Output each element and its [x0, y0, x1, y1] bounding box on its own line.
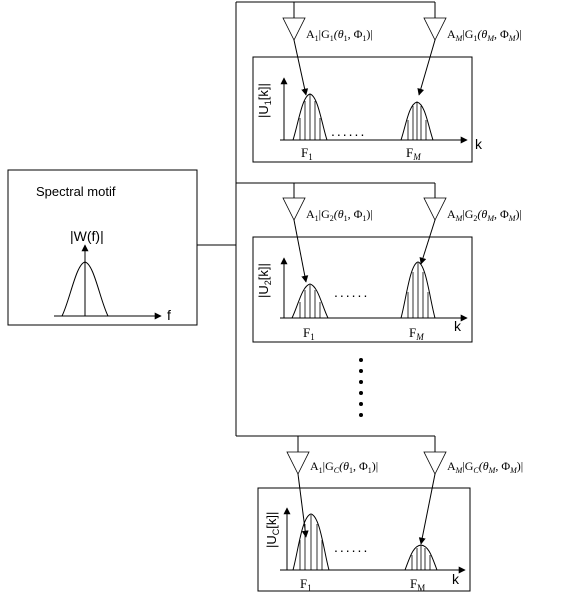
channel-1-x-label: k: [475, 136, 483, 152]
channel-2-peak-1-lines: [299, 285, 321, 318]
channel-1-f1-label: F1: [301, 145, 313, 162]
channel-2-y-label: |U2[k]|: [256, 263, 273, 298]
ellipsis-dot: [359, 391, 363, 395]
channel-2-right-amplifier-icon: [423, 197, 447, 221]
channel-c-right-signal-arrow: [418, 473, 436, 545]
channel-c-peak-m-lines: [411, 545, 431, 570]
channel-1: A1|G1(θ1, Φ1)| AM|G1(θM, ΦM)| |U1[k]| ..…: [252, 2, 522, 163]
ellipsis-dot: [359, 413, 363, 417]
channel-c-right-gain-label: AM|GC(θM, ΦM)|: [447, 459, 523, 475]
channel-1-left-amplifier-icon: [282, 17, 306, 41]
channel-c-f1-label: F1: [300, 576, 312, 593]
channel-2-f1-label: F1: [303, 325, 315, 342]
ellipsis-dot: [359, 358, 363, 362]
channel-2-peak-m: [400, 261, 436, 319]
channel-1-left-signal-arrow: [293, 39, 309, 96]
channel-2: A1|G2(θ1, Φ1)| AM|G2(θM, ΦM)| |U2[k]| ..…: [252, 183, 522, 343]
channel-2-right-signal-arrow: [419, 219, 436, 265]
motif-bell-curve: [61, 261, 109, 317]
channel-1-fm-label: FM: [406, 145, 421, 162]
ellipsis-dot: [359, 380, 363, 384]
connection-lines: [197, 1, 435, 437]
channel-c-ellipsis: ......: [334, 539, 369, 555]
channel-2-peak-1: [291, 283, 329, 319]
motif-y-label: |W(f)|: [70, 228, 104, 244]
channel-1-left-gain-label: A1|G1(θ1, Φ1)|: [306, 27, 373, 43]
channel-2-peak-m-lines: [407, 263, 429, 318]
channel-1-right-signal-arrow: [417, 39, 436, 96]
spectral-motif-box: Spectral motif |W(f)| f: [7, 169, 198, 326]
channel-1-peak-1-lines: [299, 94, 321, 140]
channel-2-ellipsis: ......: [334, 284, 369, 300]
channel-c-right-amplifier-icon: [423, 451, 447, 475]
channel-c-x-label: k: [452, 571, 460, 587]
channel-c-left-amplifier-icon: [286, 451, 310, 475]
motif-frame: [7, 169, 198, 326]
channel-2-spectrum-box: [252, 236, 473, 343]
vertical-ellipsis: [359, 358, 363, 417]
motif-x-label: f: [167, 307, 171, 323]
channel-c-peak-1: [292, 513, 330, 571]
ellipsis-dot: [359, 402, 363, 406]
channel-1-spectrum-box: [252, 56, 473, 163]
ellipsis-dot: [359, 369, 363, 373]
channel-c-spectrum-box: [257, 487, 471, 592]
channel-2-right-gain-label: AM|G2(θM, ΦM)|: [447, 207, 522, 223]
channel-1-y-label: |U1[k]|: [256, 83, 273, 118]
channel-c: A1|GC(θ1, Φ1)| AM|GC(θM, ΦM)| |UC[k]| ..…: [257, 436, 523, 593]
motif-title: Spectral motif: [36, 184, 116, 199]
channel-2-left-gain-label: A1|G2(θ1, Φ1)|: [306, 207, 373, 223]
channel-1-right-amplifier-icon: [423, 17, 447, 41]
channel-1-peak-m-lines: [407, 102, 427, 140]
channel-c-left-gain-label: A1|GC(θ1, Φ1)|: [310, 459, 378, 475]
channel-2-left-signal-arrow: [293, 219, 309, 283]
channel-2-fm-label: FM: [409, 325, 424, 342]
channel-c-y-label: |UC[k]|: [264, 512, 281, 548]
channel-c-fm-label: FM: [410, 576, 425, 593]
channel-c-peak-1-lines: [299, 515, 323, 570]
channel-2-left-amplifier-icon: [282, 197, 306, 221]
channel-1-right-gain-label: AM|G1(θM, ΦM)|: [447, 27, 522, 43]
channel-2-x-label: k: [454, 318, 462, 334]
channel-1-ellipsis: ......: [331, 123, 366, 139]
